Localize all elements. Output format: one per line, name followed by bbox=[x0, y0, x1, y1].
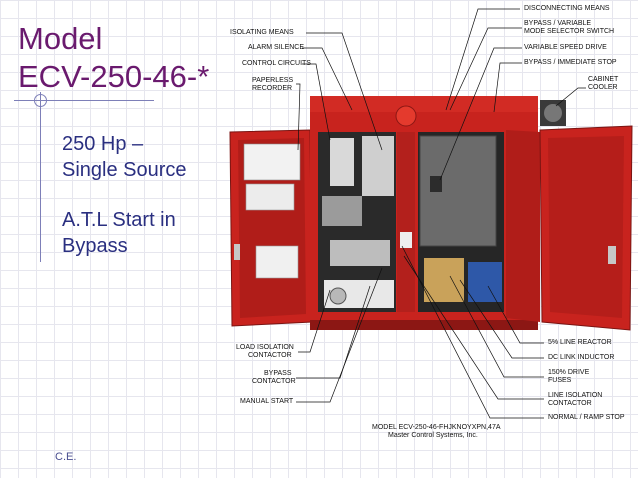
left-vertical-rule bbox=[40, 92, 41, 262]
label-cabinet-cooler-2: COOLER bbox=[588, 84, 618, 91]
right-door bbox=[506, 125, 633, 331]
label-disconnecting-means: DISCONNECTING MEANS bbox=[524, 5, 610, 12]
slide-title-line-1: Model bbox=[18, 21, 103, 56]
label-bypass-variable-2: MODE SELECTOR SWITCH bbox=[524, 28, 615, 35]
leader-lines bbox=[296, 8, 586, 419]
label-alarm-silence: ALARM SILENCE bbox=[248, 44, 305, 51]
label-paperless-recorder-2: RECORDER bbox=[252, 85, 293, 92]
label-variable-speed-drive: VARIABLE SPEED DRIVE bbox=[524, 44, 607, 51]
left-door bbox=[229, 129, 313, 327]
label-load-isolation-1: LOAD ISOLATION bbox=[236, 344, 294, 351]
label-bypass-contactor-1: BYPASS bbox=[264, 370, 292, 377]
label-control-circuits: CONTROL CIRCUITS bbox=[242, 60, 311, 67]
label-drive-fuses-2: FUSES bbox=[548, 377, 572, 384]
label-line-isolation-2: CONTACTOR bbox=[548, 400, 592, 407]
figure-caption-line-1: MODEL ECV-250-46-FHJKNOYXPN,47A bbox=[372, 424, 501, 431]
label-normal-ramp-stop: NORMAL / RAMP STOP bbox=[548, 414, 625, 421]
body-text-line-1: 250 Hp – bbox=[62, 133, 144, 155]
body-text-line-3: A.T.L Start in bbox=[62, 209, 176, 231]
figure-caption-line-2: Master Control Systems, Inc. bbox=[388, 432, 478, 439]
body-text-line-2: Single Source bbox=[62, 159, 187, 181]
label-load-isolation-2: CONTACTOR bbox=[248, 352, 292, 359]
slide-title-line-2: ECV-250-46-* bbox=[18, 59, 210, 94]
label-dc-link-inductor: DC LINK INDUCTOR bbox=[548, 354, 615, 361]
label-bypass-variable-1: BYPASS / VARIABLE bbox=[524, 20, 592, 27]
label-line-reactor: 5% LINE REACTOR bbox=[548, 339, 612, 346]
label-paperless-recorder-1: PAPERLESS bbox=[252, 77, 294, 84]
label-line-isolation-1: LINE ISOLATION bbox=[548, 392, 603, 399]
label-bypass-contactor-2: CONTACTOR bbox=[252, 378, 296, 385]
label-manual-start: MANUAL START bbox=[240, 398, 294, 405]
label-isolating-means: ISOLATING MEANS bbox=[230, 29, 294, 36]
title-divider bbox=[14, 100, 154, 101]
cabinet-body bbox=[310, 96, 566, 330]
slide-footer: C.E. bbox=[55, 451, 77, 463]
body-text-line-4: Bypass bbox=[62, 235, 128, 257]
label-drive-fuses-1: 150% DRIVE bbox=[548, 369, 590, 376]
label-cabinet-cooler-1: CABINET bbox=[588, 76, 619, 83]
label-bypass-immediate-stop: BYPASS / IMMEDIATE STOP bbox=[524, 59, 617, 66]
divider-circle-ornament bbox=[34, 94, 47, 107]
